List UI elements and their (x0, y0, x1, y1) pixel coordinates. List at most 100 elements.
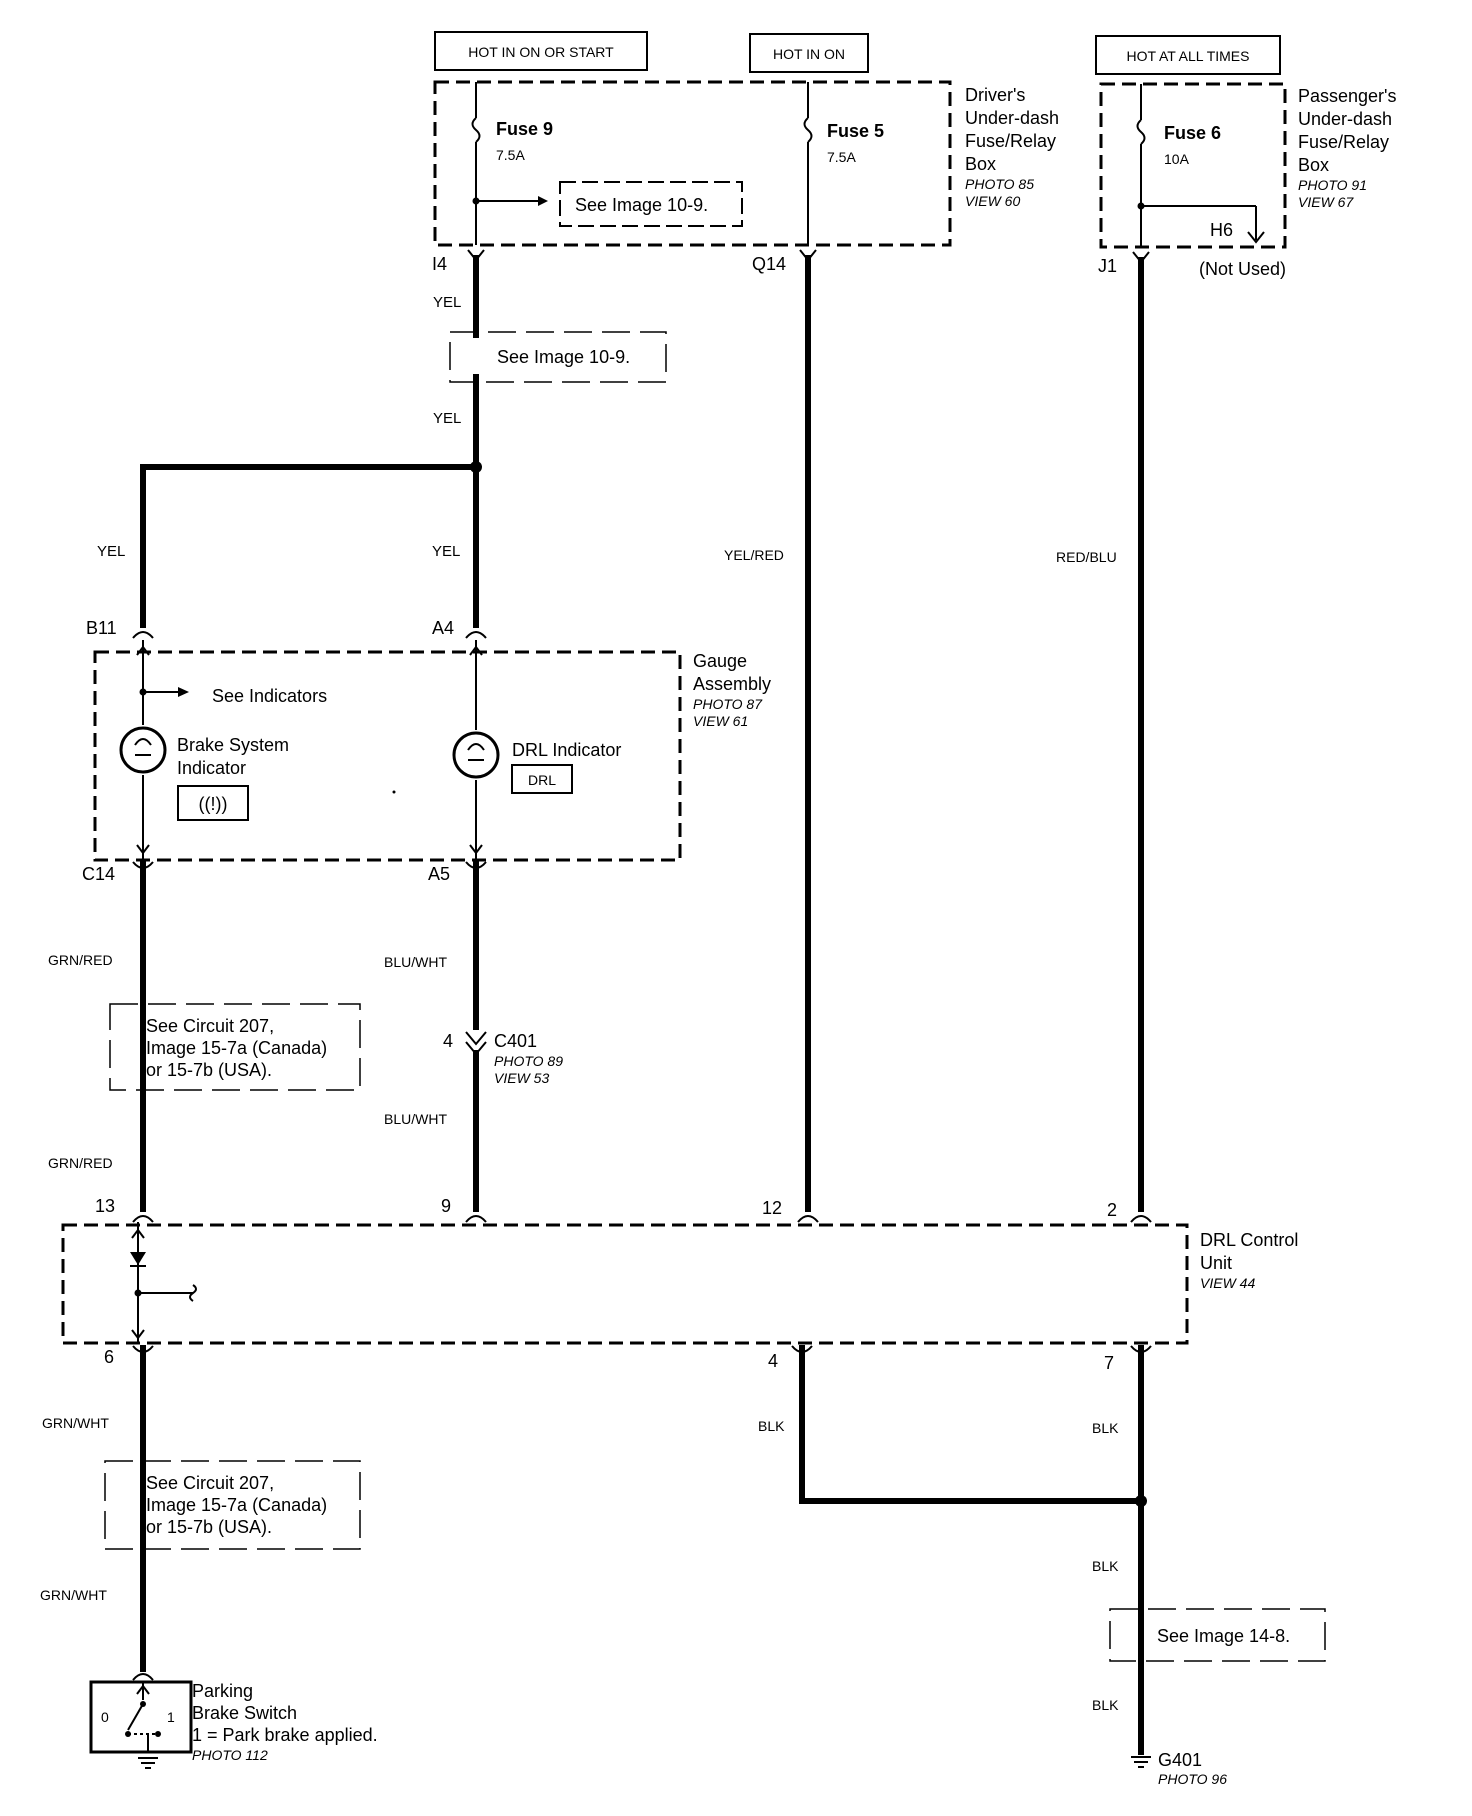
svg-text:PHOTO 87: PHOTO 87 (693, 696, 763, 712)
driver-box-ref: See Image 10-9. (575, 195, 708, 215)
drl-symbol: DRL (528, 772, 556, 788)
pin-6: 6 (104, 1347, 114, 1367)
svg-text:or 15-7b (USA).: or 15-7b (USA). (146, 1517, 272, 1537)
wire-label-yel-4: YEL (432, 543, 460, 560)
svg-text:See Circuit 207,: See Circuit 207, (146, 1016, 274, 1036)
svg-text:PHOTO 112: PHOTO 112 (192, 1747, 268, 1763)
wire-label-blu-wht-2: BLU/WHT (384, 1111, 447, 1127)
drl-control-unit: 13 9 12 2 6 4 7 DRL Control Unit VIEW 44 (61, 1196, 1298, 1373)
wire-label-blk-4: BLK (1092, 1697, 1119, 1713)
see-indicators-label: See Indicators (212, 686, 327, 706)
pin-4: 4 (768, 1351, 778, 1371)
svg-text:VIEW 53: VIEW 53 (494, 1070, 549, 1086)
wire-label-yel-3: YEL (97, 543, 125, 560)
fuse-9-amp: 7.5A (496, 147, 525, 163)
ref-box-image-10-9: See Image 10-9. (449, 331, 667, 383)
wire-label-grn-red-2: GRN/RED (48, 1155, 113, 1171)
svg-text:Assembly: Assembly (693, 674, 771, 694)
svg-text:VIEW 44: VIEW 44 (1200, 1275, 1255, 1291)
fuse-9-label: Fuse 9 (496, 119, 553, 139)
wire-label-blk-3: BLK (1092, 1558, 1119, 1574)
ref-box-image-14-8: See Image 14-8. (1109, 1608, 1326, 1662)
wire-label-grn-red-1: GRN/RED (48, 952, 113, 968)
svg-text:4: 4 (443, 1031, 453, 1051)
wire-label-grn-wht-2: GRN/WHT (40, 1587, 107, 1603)
svg-text:HOT AT ALL TIMES: HOT AT ALL TIMES (1127, 48, 1250, 64)
pin-j1: J1 (1098, 256, 1117, 276)
power-label-hot-on-or-start: HOT IN ON OR START (434, 31, 648, 71)
brake-indicator-bulb-icon (119, 726, 167, 774)
wire-label-yel-2: YEL (433, 410, 461, 427)
pin-9: 9 (441, 1196, 451, 1216)
svg-text:PHOTO 91: PHOTO 91 (1298, 177, 1367, 193)
svg-text:Image 15-7a (Canada): Image 15-7a (Canada) (146, 1495, 327, 1515)
ground-g401: G401 PHOTO 96 (1131, 1750, 1227, 1787)
wire-label-blk-1: BLK (758, 1418, 785, 1434)
passenger-fuse-relay-box: Fuse 6 10A H6 (Not Used) J1 Passenger's … (1098, 82, 1397, 279)
svg-text:1: 1 (167, 1709, 175, 1725)
fuse-5-label: Fuse 5 (827, 121, 884, 141)
ref-circuit-207-upper: See Circuit 207, Image 15-7a (Canada) or… (109, 1003, 361, 1091)
wire-label-yel-1: YEL (433, 294, 461, 311)
wire-label-red-blu: RED/BLU (1056, 549, 1117, 565)
pin-a5: A5 (428, 864, 450, 884)
svg-text:Box: Box (965, 154, 996, 174)
svg-text:C401: C401 (494, 1031, 537, 1051)
drl-indicator-label: DRL Indicator (512, 740, 621, 760)
wire-label-grn-wht-1: GRN/WHT (42, 1415, 109, 1431)
pin-b11: B11 (86, 618, 117, 638)
not-used-label: (Not Used) (1199, 259, 1286, 279)
svg-text:Fuse/Relay: Fuse/Relay (965, 131, 1056, 151)
svg-text:See Circuit 207,: See Circuit 207, (146, 1473, 274, 1493)
gauge-assembly: B11 A4 See Indicators Brake System Indic… (82, 618, 771, 884)
fuse-5-amp: 7.5A (827, 149, 856, 165)
svg-text:See Image 14-8.: See Image 14-8. (1157, 1626, 1290, 1646)
svg-text:Brake System: Brake System (177, 735, 289, 755)
connector-c401: 4 C401 PHOTO 89 VIEW 53 (443, 1031, 563, 1086)
svg-text:Indicator: Indicator (177, 758, 246, 778)
svg-text:Gauge: Gauge (693, 651, 747, 671)
pin-13: 13 (95, 1196, 115, 1216)
svg-text:PHOTO 85: PHOTO 85 (965, 176, 1034, 192)
svg-text:G401: G401 (1158, 1750, 1202, 1770)
svg-text:Under-dash: Under-dash (1298, 109, 1392, 129)
svg-text:Driver's: Driver's (965, 85, 1025, 105)
pin-q14: Q14 (752, 254, 786, 274)
svg-text:VIEW 67: VIEW 67 (1298, 194, 1354, 210)
fuse-6-amp: 10A (1164, 151, 1190, 167)
svg-text:Passenger's: Passenger's (1298, 86, 1397, 106)
parking-brake-note: 1 = Park brake applied. (192, 1725, 378, 1745)
pin-a4: A4 (432, 618, 454, 638)
svg-text:Image 15-7a (Canada): Image 15-7a (Canada) (146, 1038, 327, 1058)
svg-text:HOT IN ON OR START: HOT IN ON OR START (468, 44, 614, 60)
wire-label-blu-wht-1: BLU/WHT (384, 954, 447, 970)
wire-label-blk-2: BLK (1092, 1420, 1119, 1436)
power-label-hot-at-all-times: HOT AT ALL TIMES (1095, 35, 1281, 75)
svg-text:VIEW 61: VIEW 61 (693, 713, 748, 729)
wire-label-yel-red: YEL/RED (724, 547, 784, 563)
drl-indicator-bulb-icon (452, 731, 500, 779)
svg-text:Unit: Unit (1200, 1253, 1232, 1273)
svg-text:See Image 10-9.: See Image 10-9. (497, 347, 630, 367)
brake-warning-symbol: ((!)) (199, 794, 228, 814)
pin-c14: C14 (82, 864, 115, 884)
svg-text:HOT IN ON: HOT IN ON (773, 46, 845, 62)
pin-12: 12 (762, 1198, 782, 1218)
svg-text:Fuse/Relay: Fuse/Relay (1298, 132, 1389, 152)
power-label-hot-in-on: HOT IN ON (749, 33, 869, 73)
svg-text:Box: Box (1298, 155, 1329, 175)
svg-text:0: 0 (101, 1709, 109, 1725)
svg-text:PHOTO 96: PHOTO 96 (1158, 1771, 1227, 1787)
svg-text:VIEW 60: VIEW 60 (965, 193, 1020, 209)
pin-i4: I4 (432, 254, 447, 274)
fuse-6-label: Fuse 6 (1164, 123, 1221, 143)
svg-text:DRL Control: DRL Control (1200, 1230, 1298, 1250)
svg-text:Brake Switch: Brake Switch (192, 1703, 297, 1723)
svg-text:Under-dash: Under-dash (965, 108, 1059, 128)
ref-circuit-207-lower: See Circuit 207, Image 15-7a (Canada) or… (104, 1460, 361, 1550)
pin-2: 2 (1107, 1200, 1117, 1220)
pin-7: 7 (1104, 1353, 1114, 1373)
svg-text:PHOTO 89: PHOTO 89 (494, 1053, 563, 1069)
svg-text:or 15-7b (USA).: or 15-7b (USA). (146, 1060, 272, 1080)
